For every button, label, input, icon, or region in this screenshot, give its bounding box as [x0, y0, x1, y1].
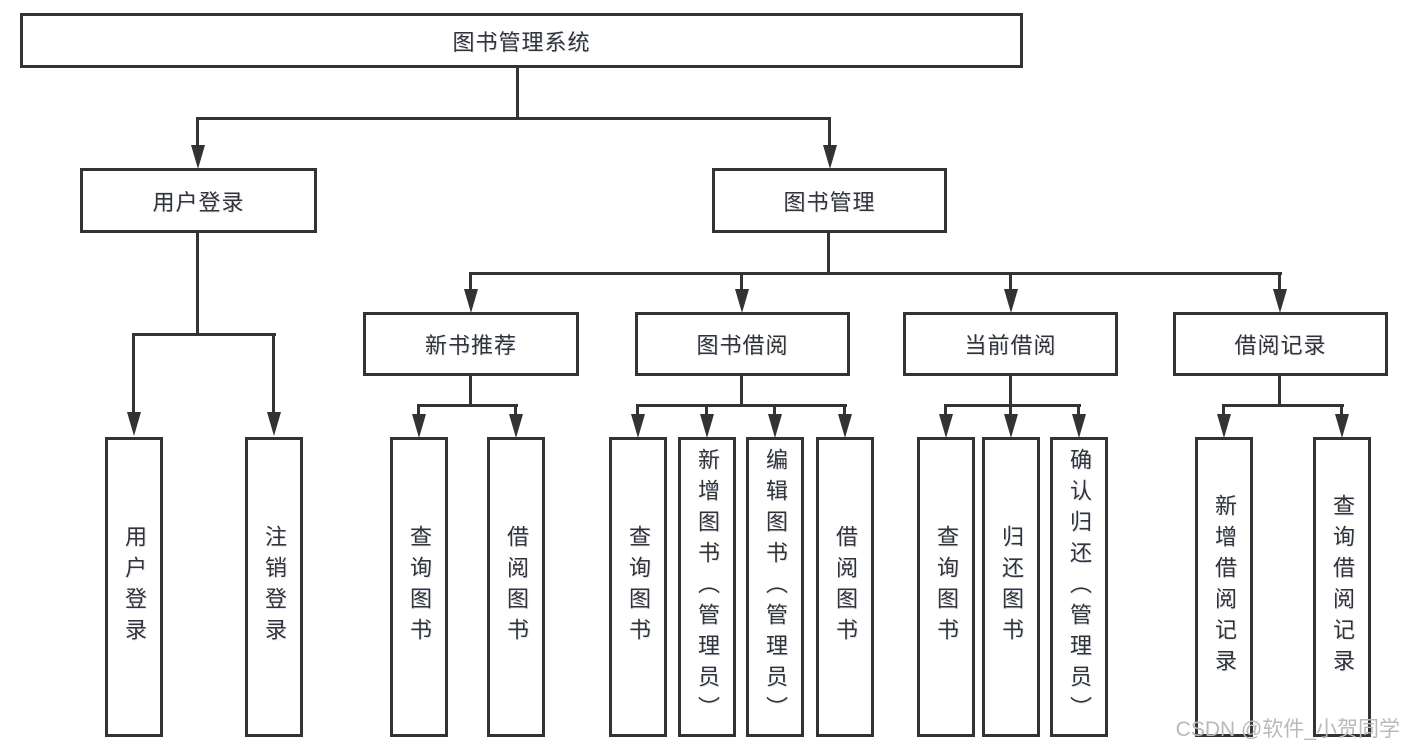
leaf-user-login: 用户登录	[105, 437, 163, 737]
leaf-borrow-add-admin-label: 新增图书（管理员）	[695, 447, 720, 727]
arrowhead-nb-borrow	[509, 414, 523, 438]
node-book-mgmt-label: 图书管理	[783, 189, 876, 215]
connector-drop-br-query	[1340, 404, 1343, 416]
node-root-label: 图书管理系统	[452, 29, 591, 55]
leaf-borrow-edit-admin-label: 编辑图书（管理员）	[763, 447, 788, 727]
arrowhead-bb-add	[700, 414, 714, 438]
arrowhead-new-book	[464, 289, 478, 313]
connector-drop-user-login	[196, 117, 199, 147]
leaf-current-confirm-admin: 确认归还（管理员）	[1050, 437, 1108, 737]
leaf-record-query-label: 查询借阅记录	[1330, 494, 1355, 680]
connector-mgmt-stem	[827, 233, 830, 275]
node-book-borrow: 图书借阅	[635, 312, 850, 376]
connector-drop-current-borrow	[1009, 272, 1012, 290]
arrowhead-bb-borrow	[838, 414, 852, 438]
connector-drop-bb-query	[636, 404, 639, 416]
leaf-borrow-query: 查询图书	[609, 437, 667, 737]
connector-drop-borrow-record	[1278, 272, 1281, 290]
connector-borrowrecord-crossbar	[1222, 404, 1344, 407]
csdn-watermark: CSDN @软件_小贺同学	[1175, 718, 1400, 741]
connector-newbook-crossbar	[417, 404, 518, 407]
connector-bookborrow-stem	[740, 376, 743, 407]
leaf-newbook-borrow-label: 借阅图书	[504, 525, 529, 649]
node-new-book: 新书推荐	[363, 312, 579, 376]
node-user-login: 用户登录	[80, 168, 317, 233]
node-borrow-record: 借阅记录	[1173, 312, 1388, 376]
node-book-mgmt: 图书管理	[712, 168, 947, 233]
arrowhead-cb-confirm	[1072, 414, 1086, 438]
connector-root-crossbar	[196, 117, 831, 120]
leaf-record-query: 查询借阅记录	[1313, 437, 1371, 737]
leaf-current-query-label: 查询图书	[934, 525, 959, 649]
arrowhead-cb-query	[939, 414, 953, 438]
connector-drop-cb-return	[1009, 404, 1012, 416]
arrowhead-br-add	[1217, 414, 1231, 438]
connector-currentborrow-crossbar	[944, 404, 1081, 407]
arrowhead-cb-return	[1004, 414, 1018, 438]
leaf-borrow-query-label: 查询图书	[626, 525, 651, 649]
leaf-borrow-borrow-label: 借阅图书	[833, 525, 858, 649]
connector-borrowrecord-stem	[1278, 376, 1281, 407]
connector-drop-bb-add	[705, 404, 708, 416]
arrowhead-book-mgmt	[823, 145, 837, 169]
node-borrow-record-label: 借阅记录	[1234, 333, 1327, 358]
leaf-record-add-label: 新增借阅记录	[1212, 494, 1237, 680]
connector-login-crossbar	[132, 333, 276, 336]
node-root: 图书管理系统	[20, 13, 1023, 68]
leaf-newbook-query-label: 查询图书	[407, 525, 432, 649]
node-new-book-label: 新书推荐	[424, 333, 517, 358]
connector-login-stem	[196, 233, 199, 336]
leaf-newbook-query: 查询图书	[390, 437, 448, 737]
connector-mgmt-crossbar	[469, 272, 1282, 275]
arrowhead-leaf-logout	[267, 412, 281, 436]
leaf-current-return: 归还图书	[982, 437, 1040, 737]
connector-drop-bb-borrow	[843, 404, 846, 416]
arrowhead-nb-query	[412, 414, 426, 438]
arrowhead-user-login	[191, 145, 205, 169]
connector-root-stem	[516, 68, 519, 119]
node-user-login-label: 用户登录	[152, 189, 245, 215]
node-current-borrow-label: 当前借阅	[964, 333, 1057, 358]
leaf-current-confirm-admin-label: 确认归还（管理员）	[1067, 447, 1092, 727]
connector-currentborrow-stem	[1009, 376, 1012, 407]
node-book-borrow-label: 图书借阅	[696, 333, 789, 358]
arrowhead-bb-edit	[768, 414, 782, 438]
arrowhead-br-query	[1335, 414, 1349, 438]
connector-drop-br-add	[1222, 404, 1225, 416]
connector-drop-book-borrow	[740, 272, 743, 290]
connector-drop-leaf-logout	[272, 333, 275, 413]
connector-drop-cb-confirm	[1077, 404, 1080, 416]
connector-drop-new-book	[469, 272, 472, 290]
leaf-borrow-edit-admin: 编辑图书（管理员）	[746, 437, 804, 737]
connector-bookborrow-crossbar	[636, 404, 847, 407]
arrowhead-borrow-record	[1273, 289, 1287, 313]
arrowhead-bb-query	[631, 414, 645, 438]
connector-drop-bb-edit	[773, 404, 776, 416]
leaf-user-login-label: 用户登录	[122, 525, 147, 649]
leaf-borrow-borrow: 借阅图书	[816, 437, 874, 737]
connector-drop-cb-query	[944, 404, 947, 416]
leaf-logout-label: 注销登录	[262, 525, 287, 649]
connector-drop-book-mgmt	[828, 117, 831, 147]
connector-drop-nb-borrow	[514, 404, 517, 416]
connector-newbook-stem	[469, 376, 472, 407]
leaf-current-query: 查询图书	[917, 437, 975, 737]
leaf-logout: 注销登录	[245, 437, 303, 737]
leaf-newbook-borrow: 借阅图书	[487, 437, 545, 737]
connector-drop-leaf-login	[132, 333, 135, 413]
leaf-borrow-add-admin: 新增图书（管理员）	[678, 437, 736, 737]
arrowhead-book-borrow	[735, 289, 749, 313]
arrowhead-current-borrow	[1004, 289, 1018, 313]
leaf-record-add: 新增借阅记录	[1195, 437, 1253, 737]
node-current-borrow: 当前借阅	[903, 312, 1118, 376]
arrowhead-leaf-login	[127, 412, 141, 436]
connector-drop-nb-query	[417, 404, 420, 416]
leaf-current-return-label: 归还图书	[999, 525, 1024, 649]
